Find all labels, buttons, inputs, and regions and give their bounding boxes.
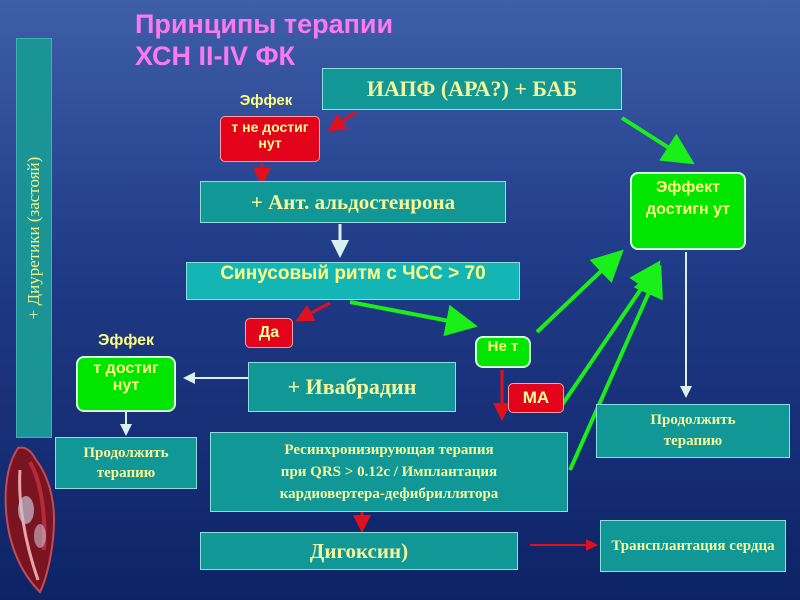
diuretics-side-bar: + Диуретики (застояй): [16, 38, 52, 438]
heart-anatomy-icon: [4, 446, 56, 594]
arrow-sinus-to-no: [349, 300, 478, 337]
effect-achieved-left-box: т достиг нут: [76, 356, 176, 412]
sinus-rhythm-box: Синусовый ритм с ЧСС > 70: [186, 262, 520, 300]
arrow-top-to-effect: [620, 116, 695, 165]
crt-line-2: при QRS > 0.12с / Имплантация: [280, 464, 498, 480]
resynchronization-box: Ресинхронизирующая терапия при QRS > 0.1…: [210, 432, 568, 512]
continue-therapy-right-label: Продолжить терапию: [650, 412, 736, 449]
ma-label: МА: [522, 388, 550, 407]
aldosterone-antagonist-box: + Ант. альдостенрона: [200, 181, 506, 223]
arrow-crt-to-effect: [568, 264, 663, 471]
page-title: Принципы терапии ХСН II-IV ФК: [135, 8, 495, 72]
therapy-start-label: ИАПФ (АРА?) + БАБ: [366, 76, 578, 101]
ma-box: МА: [508, 383, 564, 413]
arrow-top-to-not-achieved: [327, 110, 357, 132]
continue-therapy-right-box: Продолжить терапию: [596, 404, 790, 458]
arrow-sinus-to-yes: [295, 301, 331, 322]
no-box: Не т: [475, 336, 531, 368]
effect-achieved-right-box: Эффект достигн ут: [630, 172, 746, 250]
effect-achieved-left-caption: Эффек: [97, 332, 155, 349]
effect-achieved-right-label: Эффект достигн ут: [646, 179, 730, 218]
ivabradine-label: + Ивабрадин: [287, 374, 417, 399]
effect-not-achieved-box: т не достиг нут: [220, 116, 320, 162]
ivabradine-box: + Ивабрадин: [248, 362, 456, 412]
continue-therapy-left-box: Продолжить терапию: [55, 437, 197, 489]
digoxin-label: Дигоксин): [309, 538, 409, 563]
yes-box: Да: [245, 318, 293, 348]
yes-label: Да: [258, 324, 280, 341]
heart-transplant-label: Трансплантация сердца: [611, 537, 775, 554]
aldosterone-antagonist-label: + Ант. альдостенрона: [250, 189, 456, 214]
crt-line-3: кардиовертера-дефибриллятора: [279, 486, 499, 502]
effect-not-achieved-label: т не достиг нут: [231, 119, 309, 151]
effect-achieved-left-label: т достиг нут: [93, 360, 159, 394]
therapy-start-box: ИАПФ (АРА?) + БАБ: [322, 68, 622, 110]
continue-therapy-left-label: Продолжить терапию: [83, 445, 169, 481]
crt-line-1: Ресинхронизирующая терапия: [284, 442, 494, 458]
title-line-1: Принципы терапии: [135, 9, 394, 39]
sinus-rhythm-label: Синусовый ритм с ЧСС > 70: [220, 263, 486, 284]
title-line-2: ХСН II-IV ФК: [135, 41, 296, 71]
no-label: Не т: [487, 338, 519, 355]
arrow-no-to-effect: [535, 249, 624, 334]
digoxin-box: Дигоксин): [200, 532, 518, 570]
heart-transplant-box: Трансплантация сердца: [600, 520, 786, 572]
effect-not-achieved-caption: Эффек: [239, 92, 293, 109]
